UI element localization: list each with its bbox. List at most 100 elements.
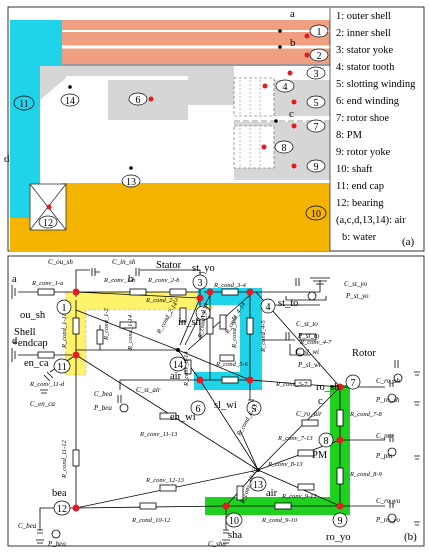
node-12-label: 12 [57,504,67,515]
node-dot-6 [196,376,204,384]
label-d: d [12,336,18,347]
r-label: R_conv_1-a [31,280,63,287]
legend-item: 9: rotor yoke [336,147,391,158]
cap-symbol [223,529,229,534]
label-13: 13 [126,177,136,188]
dot-12 [46,204,52,210]
node-dot-5 [246,376,254,384]
r-label: R_cond_9-10 [261,517,298,524]
r-label: R_conv_8-13 [267,461,303,468]
label-10: 10 [311,209,321,220]
r-label: R_cond_10-12 [131,517,171,524]
node-dot-8 [336,436,344,444]
p-label: P_sl_wi [297,361,321,369]
circle-11 [13,95,35,111]
node-10 [225,512,243,528]
r-label: R_cond_8-9 [349,471,383,478]
r-label: R_cond_5-6 [215,361,249,368]
resistor [219,314,227,330]
label-shell: Shell [14,327,36,338]
source-symbol [387,447,397,457]
resistor [37,351,55,359]
node-5-label: 5 [252,404,257,415]
r-label: R_conv_1-b [103,277,136,284]
capacitance-labels: C_ou_sh C_in_sh C_st_yo P_st_yo C_st_to … [18,258,401,548]
air-dots [68,29,282,170]
r-label: R_cond_7-8 [349,411,383,418]
c-label: C_st_air [136,386,161,394]
cap-loop [289,344,310,356]
r-label: R_conv_6-14 [183,351,190,387]
circle-12 [38,215,58,229]
resistor [336,409,344,427]
circle-6 [128,92,148,106]
legend-item: 5: slotting winding [336,79,416,90]
dot-3 [287,70,293,76]
resistor [336,467,344,485]
r-label: R_cond_2-3 [145,297,179,304]
capacitors [37,268,403,539]
resistor [72,317,80,335]
source-symbol [387,393,397,403]
node-7 [345,374,361,390]
source-symbol [119,403,129,413]
node-11 [53,358,71,374]
resistor [221,288,239,296]
p-label: P_ro_sh [375,396,400,404]
resistor [159,412,177,420]
node-14 [169,356,187,372]
source-symbol [393,373,403,383]
node-dot-2 [196,294,204,302]
ground [414,521,420,526]
label-6: 6 [136,95,141,106]
cap-symbol [43,371,54,382]
wire [257,386,341,471]
label-sha: sha [228,530,242,541]
label-9: 9 [314,162,319,173]
node-dot-12 [72,504,80,512]
legend-item: 4: stator tooth [336,62,395,73]
legend-item: b: water [342,232,377,243]
label-rotor: Rotor [352,348,376,359]
c-label: C_in_sh [112,258,136,266]
ground [36,539,44,544]
p-label: P_bea [47,540,66,548]
legend-item: 7: rotor shoe [336,113,389,124]
cap-symbol [389,434,394,442]
label-bea: bea [52,488,67,499]
label-b: b [290,37,296,49]
node-number-circles: 1 2 3 4 5 6 7 8 9 10 11 12 13 1 [53,274,361,528]
label-st-to: st_to [278,298,298,309]
c-label: C_ro_yo [376,497,401,505]
label-in-sh: in_sh [178,317,202,328]
node-6 [190,400,206,416]
wire [239,429,259,471]
wire [75,269,90,292]
p-label: P_bea [93,404,112,412]
label-air-13: air [266,488,278,499]
circle-3 [306,66,326,80]
node-12 [53,500,71,516]
circle-9 [306,159,326,173]
node-dot-7 [336,383,344,391]
node-8-label: 8 [324,436,329,447]
circle-5 [306,95,326,109]
resistor [159,484,177,492]
node-dot-10 [222,502,230,510]
node-3 [192,274,208,290]
cap-symbol [394,360,399,368]
r-label: R_conv_11-d [29,381,65,388]
panel-a-tag: (a) [402,236,415,248]
r-label: R_cond_1-11 [61,313,68,349]
label-st-yo: st_yo [192,263,215,274]
dot-2 [304,52,310,58]
label-stator: Stator [156,260,182,271]
cap-symbol [91,268,100,276]
label-a: a [12,274,17,285]
dot-8 [261,144,267,150]
r-label: R_cond_3-4 [213,282,247,289]
label-8: 8 [282,143,287,154]
circle-2 [309,48,329,62]
resistor [294,379,312,387]
